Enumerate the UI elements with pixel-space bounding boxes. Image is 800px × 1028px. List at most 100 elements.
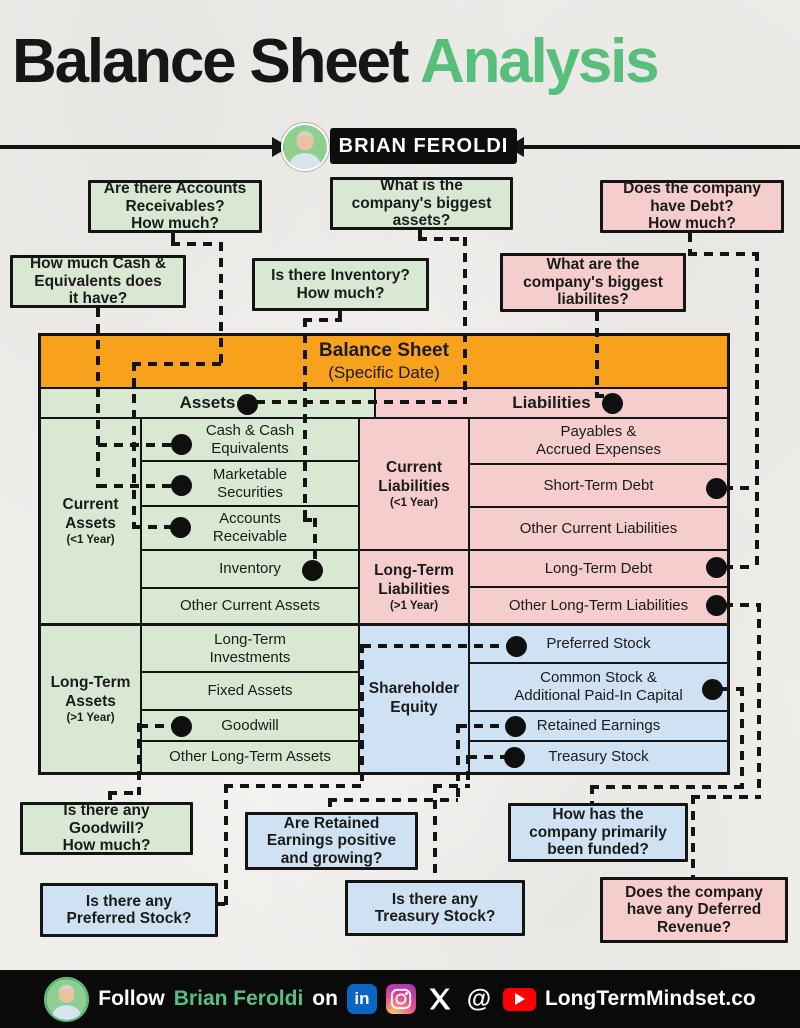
row-other-current-liabilities: Other Current Liabilities (470, 508, 727, 549)
row-other-long-term-assets: Other Long-Term Assets (142, 742, 358, 772)
youtube-icon[interactable] (502, 987, 536, 1011)
callout-text: Is there any Goodwill? How much? (62, 802, 151, 855)
callout-preferred-stock: Is there any Preferred Stock? (40, 883, 218, 937)
dashed-connector (171, 242, 223, 246)
callout-biggest-assets: What is the company's biggest assets? (330, 177, 513, 230)
row-marketable-securities: Marketable Securities (142, 462, 358, 505)
dashed-connector (740, 687, 744, 789)
dashed-connector (688, 252, 758, 256)
instagram-icon[interactable] (385, 984, 416, 1014)
liabilities-column-header: Liabilities (376, 389, 727, 417)
callout-deferred-revenue: Does the company have any Deferred Reven… (600, 877, 788, 943)
dashed-connector (688, 233, 692, 256)
callout-treasury-stock: Is there any Treasury Stock? (345, 880, 525, 936)
linkedin-icon[interactable]: in (346, 984, 377, 1014)
row-inventory: Inventory (142, 551, 358, 587)
section-label: Long-Term Liabilities (374, 561, 454, 598)
row-retained-earnings: Retained Earnings (470, 712, 727, 740)
dashed-connector (433, 784, 437, 882)
row-short-term-debt: Short-Term Debt (470, 465, 727, 506)
row-common-stock: Common Stock & Additional Paid-In Capita… (470, 664, 727, 710)
dashed-connector (757, 603, 761, 799)
row-other-long-term-liabilities: Other Long-Term Liabilities (470, 588, 727, 623)
table-subtitle: (Specific Date) (328, 363, 440, 382)
title-green: Analysis (420, 27, 660, 96)
row-goodwill: Goodwill (142, 711, 358, 740)
footer-site: LongTermMindset.co (544, 987, 756, 1010)
dashed-connector (590, 785, 594, 805)
row-treasury-stock: Treasury Stock (470, 742, 727, 772)
section-long-term-assets: Long-Term Assets (>1 Year) (41, 626, 140, 772)
dashed-connector (755, 252, 759, 569)
section-note: (<1 Year) (389, 497, 439, 510)
dashed-connector (590, 785, 742, 789)
assets-column-header: Assets (41, 389, 374, 417)
section-shareholder-equity: Shareholder Equity (360, 626, 468, 772)
callout-retained-earnings: Are Retained Earnings positive and growi… (245, 812, 418, 870)
callout-text: Does the company have any Deferred Reven… (625, 883, 763, 936)
footer-on: on (312, 987, 338, 1010)
table-title: Balance Sheet (319, 340, 449, 361)
row-payables-accrued: Payables & Accrued Expenses (470, 419, 727, 463)
row-accounts-receivable: Accounts Receivable (142, 507, 358, 549)
row-long-term-debt: Long-Term Debt (470, 551, 727, 586)
callout-inventory: Is there Inventory? How much? (252, 258, 429, 311)
callout-text: Is there any Preferred Stock? (66, 892, 192, 928)
callout-cash: How much Cash & Equivalents does it have… (10, 255, 186, 308)
callout-text: Is there Inventory? How much? (271, 267, 410, 302)
section-note: (>1 Year) (389, 600, 439, 613)
left-arrow-line (0, 145, 272, 149)
callout-text: Are Retained Earnings positive and growi… (266, 814, 397, 867)
section-note: (<1 Year) (66, 534, 115, 547)
callout-text: Are there Accounts Receivables? How much… (103, 180, 247, 233)
dashed-connector (224, 784, 228, 906)
callout-text: What are the company's biggest liabilite… (523, 256, 663, 309)
dashed-connector (691, 795, 759, 799)
footer-avatar (44, 976, 90, 1022)
linkedin-glyph: in (354, 989, 370, 1008)
dashed-connector (224, 784, 362, 788)
balance-sheet-table: Balance Sheet (Specific Date) Assets Lia… (38, 333, 730, 775)
avatar (281, 123, 329, 171)
callout-debt: Does the company have Debt? How much? (600, 180, 784, 233)
page-title: Balance Sheet Analysis (12, 26, 794, 97)
dashed-connector (338, 311, 342, 322)
row-fixed-assets: Fixed Assets (142, 673, 358, 709)
callout-text: How much Cash & Equivalents does it have… (29, 255, 167, 308)
callout-goodwill: Is there any Goodwill? How much? (20, 802, 193, 855)
row-other-current-assets: Other Current Assets (142, 589, 358, 623)
title-black: Balance Sheet (12, 27, 409, 96)
callout-text: What is the company's biggest assets? (351, 177, 492, 230)
section-label: Current Assets (62, 495, 119, 532)
dashed-connector (433, 784, 470, 788)
dashed-connector (418, 230, 422, 242)
author-badge: BRIAN FEROLDI (330, 128, 517, 164)
section-note: (>1 Year) (66, 712, 115, 725)
dashed-connector (418, 237, 467, 241)
callout-biggest-liabilities: What are the company's biggest liabilite… (500, 253, 686, 312)
dashed-connector (108, 791, 140, 795)
callout-text: How has the company primarily been funde… (529, 806, 667, 859)
x-twitter-icon[interactable] (425, 984, 455, 1014)
threads-glyph: @ (466, 984, 492, 1013)
row-long-term-investments: Long-Term Investments (142, 626, 358, 671)
person-icon (283, 125, 327, 169)
row-cash-equivalents: Cash & Cash Equivalents (142, 419, 358, 460)
row-preferred-stock: Preferred Stock (470, 626, 727, 662)
callout-funded: How has the company primarily been funde… (508, 803, 688, 862)
section-label: Shareholder Equity (368, 680, 460, 716)
callout-text: Is there any Treasury Stock? (374, 890, 496, 926)
person-icon (46, 978, 88, 1020)
footer-follow: Follow (98, 987, 165, 1010)
threads-icon[interactable]: @ (464, 984, 494, 1014)
footer-author-name: Brian Feroldi (173, 987, 304, 1010)
callout-text: Does the company have Debt? How much? (623, 180, 761, 233)
section-label: Long-Term Assets (50, 673, 131, 710)
footer-bar: Follow Brian Feroldi on in @ LongTermMin… (0, 970, 800, 1028)
right-arrow-line (524, 145, 800, 149)
dashed-connector (303, 318, 342, 322)
dashed-connector (328, 798, 458, 802)
play-icon (515, 993, 526, 1005)
dashed-connector (691, 795, 695, 879)
